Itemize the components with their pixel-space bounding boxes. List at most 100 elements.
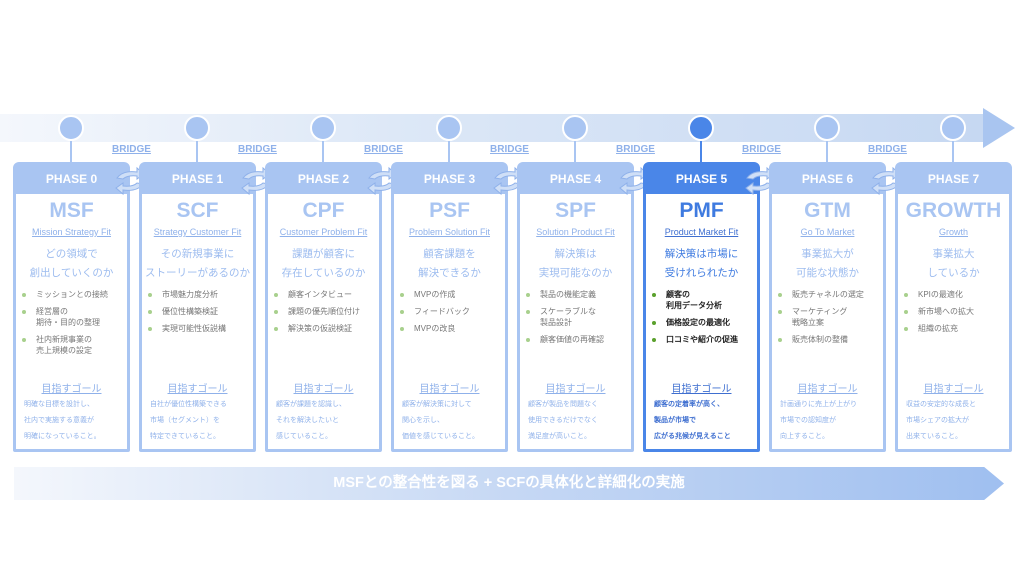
bridge-cycle-icon xyxy=(871,166,901,196)
question-line: 解決策は xyxy=(554,248,597,260)
question-line: ストーリーがあるのか xyxy=(145,267,250,279)
goal-line: 社内で実施する意義が xyxy=(24,417,94,424)
goal-line: 顧客が製品を問題なく xyxy=(528,401,598,408)
timeline-stem xyxy=(322,141,324,163)
goal-description: 明確な目標を設計し、社内で実施する意義が明確になっていること。 xyxy=(16,395,127,445)
phase-question: その新規事業にストーリーがあるのか xyxy=(142,245,253,283)
goal-description: 自社が優位性構築できる市場（セグメント）を特定できていること。 xyxy=(142,395,253,445)
phase-question: 課題が顧客に存在しているのか xyxy=(268,245,379,283)
task-item: 社内新規事業の 売上規模の設定 xyxy=(22,334,127,356)
task-item: MVPの作成 xyxy=(400,289,505,300)
task-list: 市場魅力度分析優位性構築検証実現可能性仮説構 xyxy=(142,289,253,334)
task-item: 価格設定の最適化 xyxy=(652,317,757,328)
goal-description: 顧客が製品を問題なく使用できるだけでなく満足度が高いこと。 xyxy=(520,395,631,445)
question-line: 実現可能なのか xyxy=(538,267,613,279)
task-item: スケーラブルな 製品設計 xyxy=(526,306,631,328)
timeline-stem xyxy=(196,141,198,163)
task-item: ミッションとの接続 xyxy=(22,289,127,300)
goal-description: 収益の安定的な成長と市場シェアの拡大が出来ていること。 xyxy=(898,395,1009,445)
phase-question: どの領域で創出していくのか xyxy=(16,245,127,283)
phase-header: PHASE 1 xyxy=(141,164,254,194)
phase-header: PHASE 6 xyxy=(771,164,884,194)
question-line: 可能な状態か xyxy=(796,267,859,279)
phase-card: PHASE 1 SCF Strategy Customer Fit その新規事業… xyxy=(139,162,256,452)
task-item: 新市場への拡大 xyxy=(904,306,1009,317)
timeline-arrowhead-icon xyxy=(983,108,1015,148)
goal-description: 顧客が解決策に対して関心を示し、価値を感じていること。 xyxy=(394,395,505,445)
goal-line: 顧客の定着率が高く、 xyxy=(654,401,724,408)
phase-fullname: Mission Strategy Fit xyxy=(31,227,112,237)
task-item: 顧客インタビュー xyxy=(274,289,379,300)
phase-abbr: GROWTH xyxy=(905,199,1002,222)
task-list: 販売チャネルの選定マーケティング 戦略立案販売体制の整備 xyxy=(772,289,883,345)
task-list: ミッションとの接続経営層の 期待・目的の整理社内新規事業の 売上規模の設定 xyxy=(16,289,127,356)
bridge-cycle-icon xyxy=(367,166,397,196)
phase-abbr: GTM xyxy=(804,199,851,222)
phase-fullname: Go To Market xyxy=(800,227,855,237)
phase-abbr: PSF xyxy=(429,199,470,222)
goal-heading: 目指すゴール xyxy=(41,384,102,395)
task-item: 実現可能性仮説構 xyxy=(148,323,253,334)
goal-description: 顧客が課題を認識し、それを解決したいと感じていること。 xyxy=(268,395,379,445)
goal-line: 市場シェアの拡大が xyxy=(906,417,969,424)
question-line: 事業拡大 xyxy=(932,248,975,260)
goal-line: 使用できるだけでなく xyxy=(528,417,598,424)
task-item: 市場魅力度分析 xyxy=(148,289,253,300)
goal-heading: 目指すゴール xyxy=(293,384,354,395)
task-list: KPIの最適化新市場への拡大組織の拡充 xyxy=(898,289,1009,334)
task-list: 製品の機能定義スケーラブルな 製品設計顧客価値の再確認 xyxy=(520,289,631,345)
phase-abbr: MSF xyxy=(49,199,94,222)
bridge-cycle-icon xyxy=(745,166,775,196)
phase-card: PHASE 0 MSF Mission Strategy Fit どの領域で創出… xyxy=(13,162,130,452)
goal-heading: 目指すゴール xyxy=(545,384,606,395)
phase-question: 顧客課題を解決できるか xyxy=(394,245,505,283)
goal-line: 感じていること。 xyxy=(276,433,332,440)
task-list: 顧客インタビュー課題の優先順位付け解決策の仮説検証 xyxy=(268,289,379,334)
task-item: 製品の機能定義 xyxy=(526,289,631,300)
phase-card: PHASE 6 GTM Go To Market 事業拡大が可能な状態か 販売チ… xyxy=(769,162,886,452)
goal-heading: 目指すゴール xyxy=(923,384,984,395)
task-item: マーケティング 戦略立案 xyxy=(778,306,883,328)
task-item: 課題の優先順位付け xyxy=(274,306,379,317)
task-item: 口コミや紹介の促進 xyxy=(652,334,757,345)
timeline-stem xyxy=(700,141,702,163)
phase-question: 事業拡大が可能な状態か xyxy=(772,245,883,283)
phase-abbr: SCF xyxy=(176,199,219,222)
bridge-label: BRIDGE xyxy=(238,144,277,155)
phase-fullname: Strategy Customer Fit xyxy=(153,227,242,237)
bridge-label: BRIDGE xyxy=(490,144,529,155)
summary-banner-text: MSFとの整合性を図る + SCFの具体化と詳細化の実施 xyxy=(333,475,685,491)
phase-question: 事業拡大しているか xyxy=(898,245,1009,283)
goal-line: 自社が優位性構築できる xyxy=(150,401,227,408)
bridge-cycle-icon xyxy=(115,166,145,196)
goal-line: 市場での認知度が xyxy=(780,417,836,424)
goal-line: 特定できていること。 xyxy=(150,433,220,440)
timeline-stem xyxy=(952,141,954,163)
phase-header: PHASE 0 xyxy=(15,164,128,194)
goal-line: 価値を感じていること。 xyxy=(402,433,479,440)
goal-heading: 目指すゴール xyxy=(419,384,480,395)
timeline-stem xyxy=(70,141,72,163)
phase-fullname: Problem Solution Fit xyxy=(408,227,491,237)
task-list: 顧客の 利用データ分析価格設定の最適化口コミや紹介の促進 xyxy=(646,289,757,345)
question-line: 解決策は市場に xyxy=(664,248,739,260)
task-item: 優位性構築検証 xyxy=(148,306,253,317)
phase-card: PHASE 7 GROWTH Growth 事業拡大しているか KPIの最適化新… xyxy=(895,162,1012,452)
goal-line: 顧客が課題を認識し、 xyxy=(276,401,346,408)
timeline-node xyxy=(184,115,210,141)
phase-header: PHASE 3 xyxy=(393,164,506,194)
question-line: その新規事業に xyxy=(160,248,235,260)
question-line: 存在しているのか xyxy=(281,267,366,279)
timeline-node xyxy=(310,115,336,141)
phase-fullname: Growth xyxy=(938,227,968,237)
phase-header: PHASE 5 xyxy=(645,164,758,194)
bridge-label: BRIDGE xyxy=(112,144,151,155)
question-line: 事業拡大が xyxy=(801,248,854,260)
goal-heading: 目指すゴール xyxy=(671,384,732,395)
summary-banner: MSFとの整合性を図る + SCFの具体化と詳細化の実施 xyxy=(14,467,1004,500)
phase-card: PHASE 5 PMF Product Market Fit 解決策は市場に受け… xyxy=(643,162,760,452)
goal-line: 広がる兆候が見えること xyxy=(654,433,731,440)
phase-card: PHASE 3 PSF Problem Solution Fit 顧客課題を解決… xyxy=(391,162,508,452)
phase-fullname: Product Market Fit xyxy=(664,227,739,237)
